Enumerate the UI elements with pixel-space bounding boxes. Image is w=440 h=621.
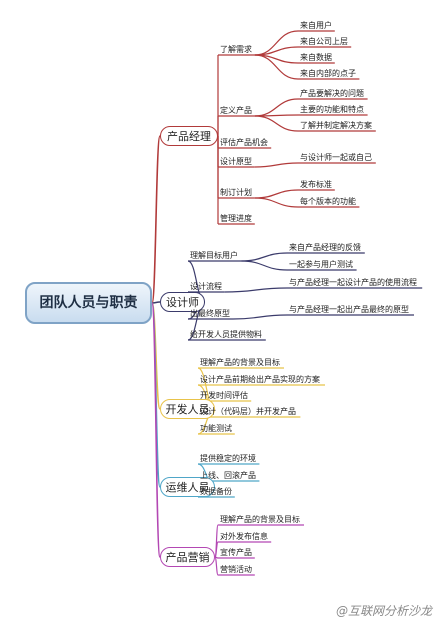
leaf-connector (254, 197, 299, 208)
leaf-label: 每个版本的功能 (300, 197, 356, 206)
sub-label: 提供稳定的环境 (200, 454, 256, 463)
sub-label: 设计（代码层）并开发产品 (200, 407, 296, 416)
leaf-connector (241, 260, 288, 271)
leaf-label: 与设计师一起或自己 (300, 153, 372, 162)
leaf-label: 来自数据 (300, 53, 332, 62)
leaf-connector (224, 287, 288, 293)
leaf-connector (254, 162, 299, 168)
sub-label: 定义产品 (220, 106, 252, 115)
leaf-label: 发布标准 (300, 180, 332, 189)
sub-label: 宣传产品 (220, 548, 252, 557)
sub-label: 理解产品的背景及目标 (200, 358, 280, 367)
sub-label: 理解产品的背景及目标 (220, 515, 300, 524)
sub-label: 营销活动 (220, 565, 252, 574)
sub-label: 给开发人员提供物料 (190, 330, 262, 339)
sub-label: 功能测试 (200, 424, 232, 433)
leaf-label: 来自产品经理的反馈 (289, 243, 361, 252)
leaf-label: 与产品经理一起设计产品的使用流程 (289, 278, 417, 287)
sub-label: 评估产品机会 (220, 138, 268, 147)
leaf-label: 来自内部的点子 (300, 69, 356, 78)
watermark: @互联网分析沙龙 (335, 604, 432, 618)
sub-connector (214, 556, 219, 576)
leaf-connector (232, 314, 288, 320)
leaf-label: 来自用户 (300, 21, 332, 30)
sub-label: 设计原型 (220, 157, 252, 166)
leaf-label: 一起参与用户测试 (289, 260, 353, 269)
branch-connector (151, 302, 161, 558)
leaf-label: 主要的功能和特点 (300, 105, 364, 114)
sub-label: 了解需求 (220, 45, 252, 54)
sub-label: 出最终原型 (190, 309, 230, 318)
leaf-label: 与产品经理一起出产品最终的原型 (289, 305, 409, 314)
sub-label: 数据备份 (200, 487, 232, 496)
branch-node: 开发人员 (160, 399, 215, 419)
leaf-label: 来自公司上层 (300, 37, 348, 46)
branch-node: 运维人员 (160, 477, 215, 497)
branch-connector (151, 135, 161, 304)
sub-label: 设计产品前期给出产品实现的方案 (200, 375, 320, 384)
leaf-label: 了解并制定解决方案 (300, 121, 372, 130)
branch-node: 产品经理 (160, 126, 218, 146)
leaf-label: 产品要解决的问题 (300, 89, 364, 98)
branch-connector (151, 301, 161, 304)
branch-node: 产品营销 (160, 547, 215, 567)
sub-label: 开发时间评估 (200, 391, 248, 400)
branch-node: 设计师 (160, 292, 205, 312)
sub-label: 制订计划 (220, 188, 252, 197)
sub-label: 对外发布信息 (220, 532, 268, 541)
sub-label: 理解目标用户 (190, 251, 238, 260)
root-node: 团队人员与职责 (25, 282, 152, 324)
leaf-connector (254, 54, 299, 80)
sub-label: 设计流程 (190, 282, 222, 291)
sub-label: 管理进度 (220, 214, 252, 223)
leaf-connector (254, 115, 299, 132)
sub-label: 上线、回滚产品 (200, 471, 256, 480)
